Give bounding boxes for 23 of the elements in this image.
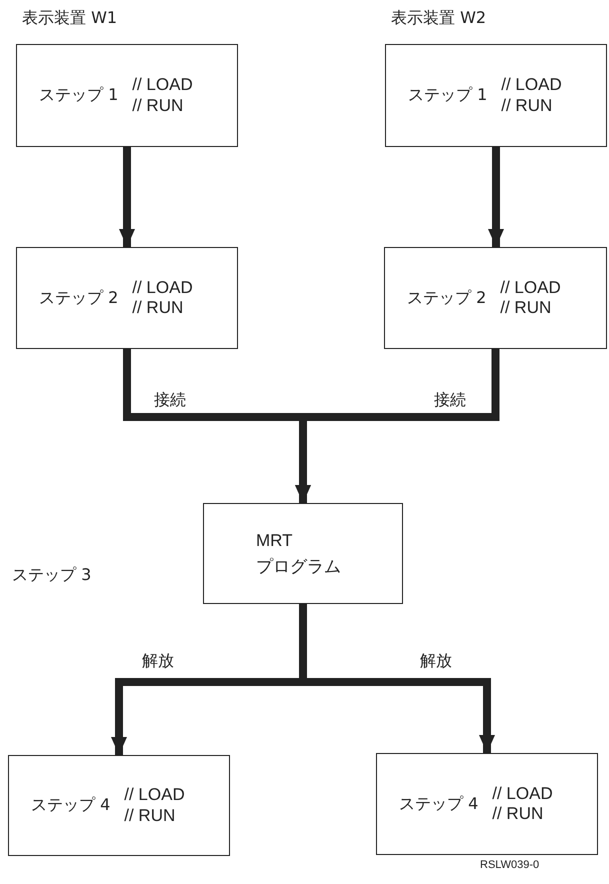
process-box bbox=[384, 247, 607, 349]
arrow bbox=[119, 147, 135, 247]
figure-id: RSLW039-0 bbox=[480, 859, 540, 871]
step-label: ステップ 2 bbox=[407, 288, 486, 308]
process-box bbox=[16, 247, 238, 349]
command-text: // LOAD // RUN bbox=[132, 278, 194, 318]
command-text: // LOAD // RUN bbox=[501, 75, 563, 116]
command-text: MRT プログラム bbox=[255, 530, 342, 578]
process-box bbox=[376, 753, 598, 855]
step-label: ステップ 1 bbox=[408, 85, 488, 106]
step-label: ステップ 4 bbox=[31, 795, 110, 816]
process-box bbox=[8, 755, 230, 856]
command-text: // LOAD // RUN bbox=[500, 278, 562, 318]
process-box bbox=[203, 503, 403, 604]
command-text: // LOAD // RUN bbox=[124, 785, 186, 826]
step-label: ステップ 1 bbox=[39, 85, 118, 106]
step-label: ステップ 2 bbox=[39, 288, 118, 308]
command-text: // LOAD // RUN bbox=[132, 75, 194, 116]
arrow bbox=[488, 147, 504, 247]
command-text: // LOAD // RUN bbox=[492, 784, 554, 824]
process-box bbox=[385, 44, 607, 147]
process-box bbox=[16, 44, 238, 147]
step-label: ステップ 4 bbox=[399, 794, 478, 814]
